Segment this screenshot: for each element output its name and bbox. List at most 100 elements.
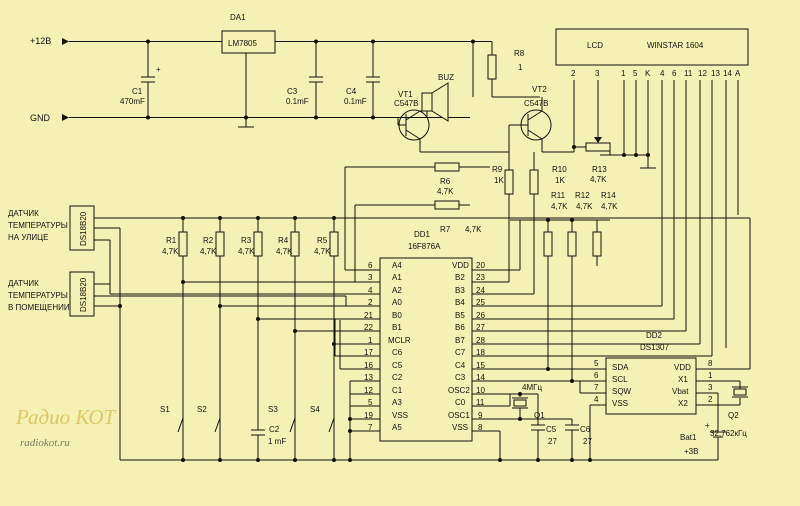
watermark-brand: Радио КОТ xyxy=(15,405,117,429)
pin-number: 4 xyxy=(368,286,373,295)
r10-resistor xyxy=(529,169,539,195)
pin-number: 23 xyxy=(476,273,485,282)
r5-resistor xyxy=(329,231,339,257)
lcd-pin: 13 xyxy=(711,69,720,78)
r10-val: 1K xyxy=(555,176,565,185)
pin-name: X2 xyxy=(678,399,688,408)
q2-ref: Q2 xyxy=(728,411,739,420)
buzzer-label: BUZ xyxy=(438,73,454,82)
pin-name: C5 xyxy=(392,361,403,370)
s4-label: S4 xyxy=(310,405,320,414)
s2-switch xyxy=(214,417,221,433)
pin-number: 24 xyxy=(476,286,485,295)
mcu-ref: DD1 xyxy=(414,230,431,239)
pin-name: B5 xyxy=(455,311,465,320)
sensor-section: ДАТЧИК ТЕМПЕРАТУРЫ НА УЛИЦЕ DS18B20 ДАТЧ… xyxy=(8,205,750,460)
c4-ref: C4 xyxy=(346,87,357,96)
r2-val: 4,7K xyxy=(200,247,217,256)
q1-ref: Q1 xyxy=(534,411,545,420)
pin-name: C6 xyxy=(392,348,403,357)
c2-val: 1 mF xyxy=(268,437,286,446)
lcd-module xyxy=(555,28,749,66)
r11-resistor xyxy=(543,231,553,257)
battery-ref: Bat1 xyxy=(680,433,697,442)
rtc-section: DD2 DS1307 SDA SCL SQW VSS 5 6 7 4 VDD X… xyxy=(548,218,751,460)
r12-resistor xyxy=(567,231,577,257)
lcd-model: WINSTAR 1604 xyxy=(647,41,704,50)
pin-number: 25 xyxy=(476,298,485,307)
vt2-part: C547B xyxy=(524,99,548,108)
r14-resistor xyxy=(592,231,602,257)
pin-name: VSS xyxy=(612,399,628,408)
pin-name: B7 xyxy=(455,336,465,345)
pin-name: SCL xyxy=(612,375,628,384)
r1-ref: R1 xyxy=(166,236,177,245)
pin-number: 6 xyxy=(368,261,373,270)
lcd-pin: K xyxy=(645,69,651,78)
r2-resistor xyxy=(215,231,225,257)
pin-number: 14 xyxy=(476,373,485,382)
pin-number: 4 xyxy=(594,395,599,404)
pin-name: VSS xyxy=(392,411,408,420)
lcd-pin: 2 xyxy=(571,69,576,78)
mcu-ic xyxy=(379,257,473,442)
sensor2-caption: ДАТЧИК xyxy=(8,279,39,288)
lcd-section: LCD WINSTAR 1604 2 3 1 5 K 4 6 11 12 13 … xyxy=(555,28,749,342)
mcu-part: 16F876A xyxy=(408,242,441,251)
r8-ref: R8 xyxy=(514,49,525,58)
pin-name: A1 xyxy=(392,273,402,282)
s3-label: S3 xyxy=(268,405,278,414)
pin-number: 8 xyxy=(708,359,713,368)
pin-name: C0 xyxy=(455,398,466,407)
regulator-ic xyxy=(221,30,276,54)
r2-ref: R2 xyxy=(203,236,214,245)
pin-number: 8 xyxy=(478,423,483,432)
pin-number: 20 xyxy=(476,261,485,270)
r8-resistor xyxy=(487,54,497,80)
r1-resistor xyxy=(178,231,188,257)
c6-val: 27 xyxy=(583,437,592,446)
pin-name: SQW xyxy=(612,387,632,396)
pin-number: 11 xyxy=(476,398,485,407)
r11-ref: R11 xyxy=(551,191,566,200)
pin-name: C3 xyxy=(455,373,466,382)
rtc-ref: DD2 xyxy=(646,331,663,340)
battery-val: +3В xyxy=(684,447,698,456)
pin-number: 1 xyxy=(708,371,713,380)
rtc-pullups: R11 4,7K R12 4,7K R14 4,7K xyxy=(510,191,618,383)
pin-name: B2 xyxy=(455,273,465,282)
reg-part: LM7805 xyxy=(228,39,257,48)
lcd-pin: 3 xyxy=(595,69,600,78)
pin-number: 12 xyxy=(364,386,373,395)
pin-number: 10 xyxy=(476,386,485,395)
r5-ref: R5 xyxy=(317,236,328,245)
c2-ref: C2 xyxy=(269,425,280,434)
s3-switch xyxy=(289,417,296,433)
pin-name: B6 xyxy=(455,323,465,332)
pin-name: VSS xyxy=(452,423,468,432)
arrow-icon xyxy=(62,114,69,121)
pin-name: SDA xyxy=(612,363,629,372)
pin-number: 15 xyxy=(476,361,485,370)
pin-number: 13 xyxy=(364,373,373,382)
sensor1-caption: ТЕМПЕРАТУРЫ xyxy=(8,221,68,230)
r3-ref: R3 xyxy=(241,236,252,245)
sensor2-caption: В ПОМЕЩЕНИИ xyxy=(8,303,70,312)
pullup-section: R1 4,7K R2 4,7K R3 4,7K R4 4,7K R5 4,7K xyxy=(162,216,339,450)
watermark: Радио КОТ radiokot.ru xyxy=(15,405,117,449)
lcd-pin: 1 xyxy=(621,69,626,78)
pin-number: 3 xyxy=(368,273,373,282)
pin-name: C4 xyxy=(455,361,466,370)
r5-val: 4,7K xyxy=(314,247,331,256)
r4-val: 4,7K xyxy=(276,247,293,256)
r12-ref: R12 xyxy=(575,191,590,200)
sensor1-part: DS18B20 xyxy=(79,211,88,246)
power-section: +12В GND DA1 LM7805 + C1 470mF C3 0.1mF xyxy=(30,13,493,128)
pin-number: 1 xyxy=(368,336,373,345)
lcd-pin: A xyxy=(735,69,741,78)
pin-number: 5 xyxy=(594,359,599,368)
sensor2-chip xyxy=(69,271,95,317)
pin-number: 21 xyxy=(364,311,373,320)
mcu-right-pins: VDD 20 B2 23 B3 24 B4 25 B5 26 B6 27 B7 … xyxy=(448,261,485,432)
q2-crystal-icon xyxy=(733,388,747,396)
